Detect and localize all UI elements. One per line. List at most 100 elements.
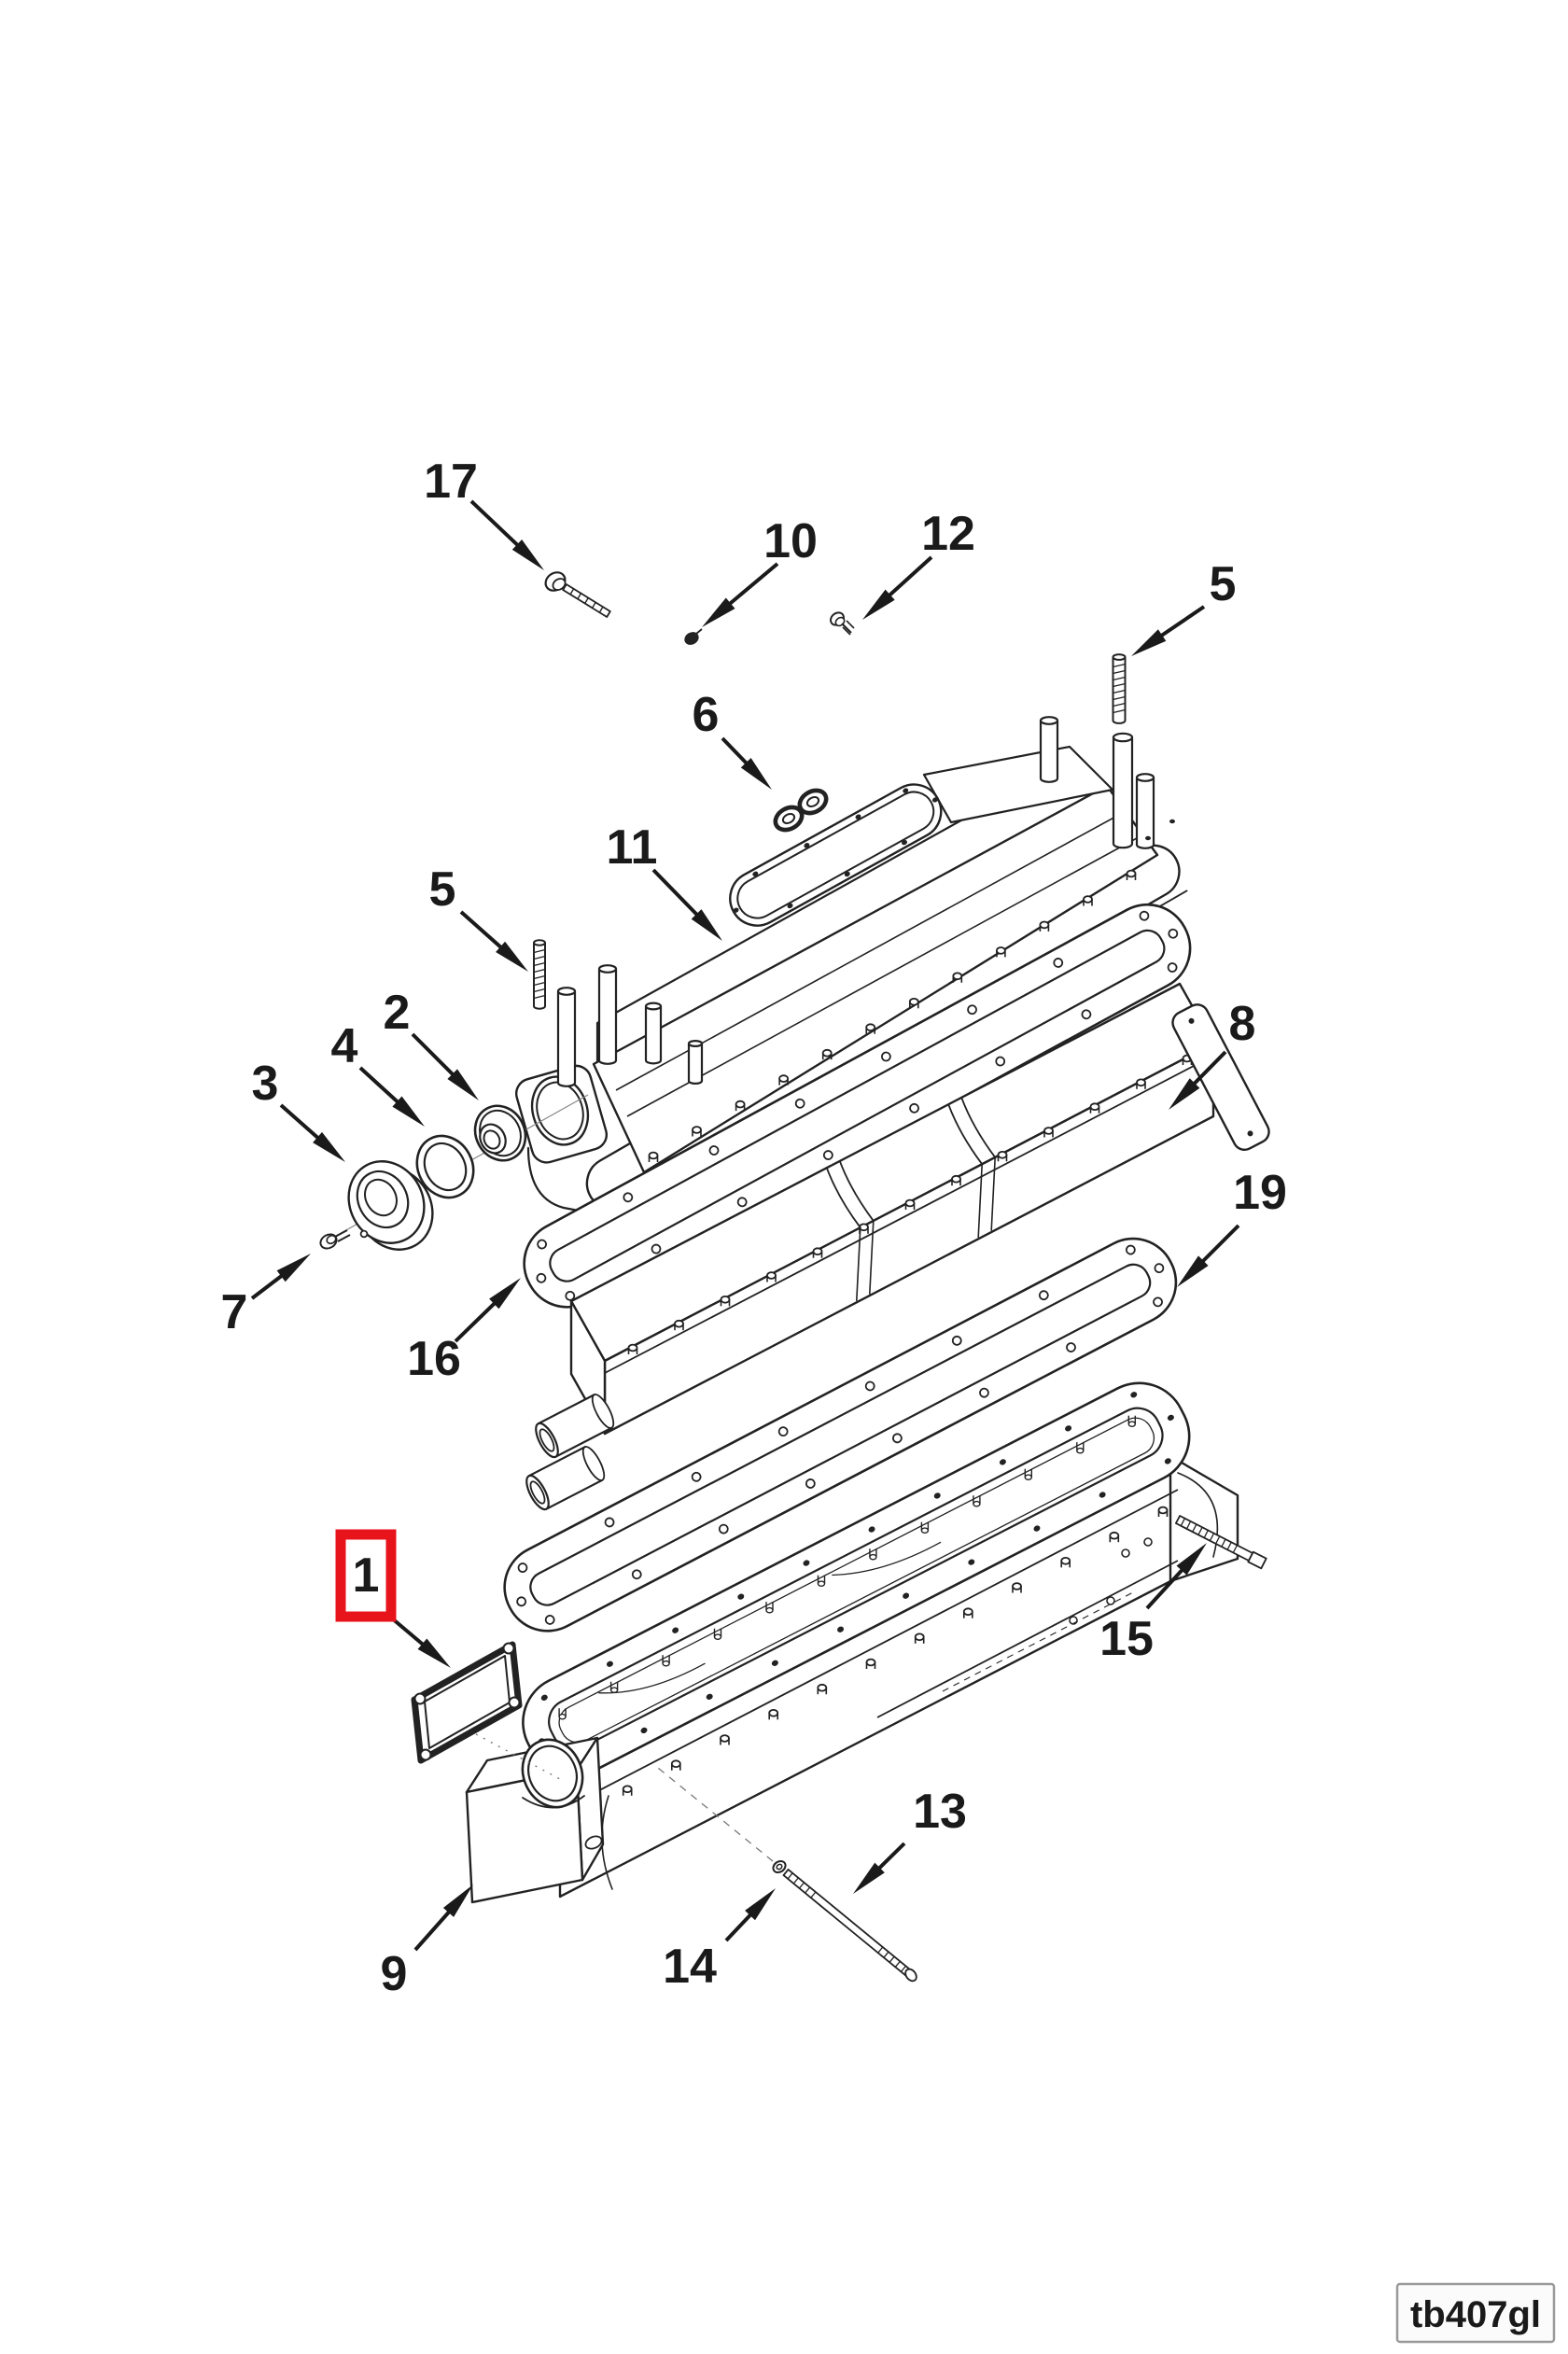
callout-11-arrowhead [691,909,722,941]
part-16-gasket [523,903,1192,1309]
part-11-upper-housing [515,716,1188,1226]
callout-2-label: 2 [384,986,411,1040]
callout-13-arrowhead [853,1862,885,1894]
callout-7-label: 7 [221,1285,248,1339]
callout-8: 8 [1169,997,1255,1110]
callout-4-leader [358,1066,403,1107]
callout-14-arrowhead [745,1888,776,1921]
stud [644,1002,663,1065]
part-8-aftercooler-core [525,982,1270,1511]
callout-15: 15 [1099,1543,1207,1666]
figure-code-box: tb407gl [1395,2282,1556,2344]
callout-8-arrowhead [1169,1078,1200,1110]
callout-3-leader [279,1103,323,1142]
stud [1112,732,1134,849]
callout-9-arrowhead [442,1885,473,1917]
callout-1: 1 [335,1529,451,1668]
callout-2-leader [411,1032,458,1080]
callout-6-label: 6 [693,688,720,742]
callout-10: 10 [702,514,818,627]
part-19-gasket [503,1237,1178,1632]
callout-10-label: 10 [763,514,818,568]
part-13-rod [782,1869,917,1983]
callout-19-label: 19 [1233,1166,1287,1220]
stud [556,987,577,1087]
stud [1039,716,1059,783]
part-1-gasket [411,1641,561,1780]
callout-19-leader [1197,1224,1240,1267]
callout-12: 12 [862,507,975,620]
callout-16-arrowhead [489,1278,521,1310]
part-3-hole [359,1229,369,1239]
core-bolt-bosses [627,1054,1193,1354]
callout-3: 3 [252,1057,345,1162]
callout-4-arrowhead [392,1096,425,1127]
callout-13: 13 [853,1785,967,1894]
callout-3-arrowhead [313,1131,345,1162]
callout-8-leader [1189,1050,1227,1089]
callout-13-leader [874,1842,906,1873]
callout-5-arrowhead [496,941,528,972]
lower-housing-wall-studs [558,1415,1137,1720]
callouts: 17 10 12 5 6 11 5 2 4 3 8 19 7 16 1 15 1… [221,455,1287,2001]
part-5-stud [1112,653,1127,724]
callout-1-leader [389,1616,428,1649]
stud [597,964,618,1065]
callout-7-arrowhead [276,1254,311,1282]
callout-4: 4 [331,1019,425,1127]
callout-19: 19 [1177,1166,1287,1287]
callout-11-leader [651,868,702,919]
callout-14-label: 14 [663,1940,717,1994]
figure-code-frame [1395,2282,1556,2344]
callout-6-leader [721,736,751,768]
callout-9-label: 9 [381,1947,408,2001]
callout-11: 11 [607,820,722,941]
callout-17-label: 17 [424,455,478,509]
callout-12-arrowhead [862,589,895,620]
callout-12-leader [884,555,933,600]
callout-5: 5 [429,862,528,972]
upper-housing-cover [729,783,943,927]
callout-5-label: 5 [429,862,456,917]
callout-11-label: 11 [607,820,658,875]
callout-5: 5 [1131,557,1236,656]
part-5-stud [533,939,546,1010]
callout-16-label: 16 [407,1332,461,1386]
callout-17: 17 [424,455,544,570]
flange-dots [1145,819,1175,841]
callout-16: 16 [407,1278,521,1386]
callout-1-arrowhead [417,1638,451,1668]
callout-14-leader [724,1910,756,1942]
part-10-plug [684,628,703,645]
figure-code-text: tb407gl [1410,2294,1541,2335]
upper-housing-front [592,784,1159,1174]
callout-10-arrowhead [702,597,735,627]
callout-2-arrowhead [447,1069,479,1100]
upper-housing-bolt-bosses [648,869,1137,1162]
stud [687,1039,704,1085]
lower-housing-flange [522,1381,1191,1777]
callout-15-leader [1145,1564,1187,1610]
part-17-bolt [544,571,611,618]
callout-1-label: 1 [353,1548,380,1603]
callout-4-label: 4 [331,1019,358,1073]
core-end-flange [1171,1003,1270,1152]
callout-5-label: 5 [1210,557,1237,611]
callout-9: 9 [381,1885,473,2001]
callout-16-leader [454,1298,499,1343]
lower-housing-rib [876,1560,1179,1718]
callout-6: 6 [693,688,772,790]
callout-17-arrowhead [511,539,544,570]
callout-10-leader [724,562,779,609]
callout-17-leader [469,499,523,551]
callout-15-label: 15 [1099,1612,1154,1666]
callout-1-highlight-box [335,1529,397,1622]
callout-5-leader [459,910,506,952]
callout-13-label: 13 [913,1785,967,1839]
part-7-plug [319,1229,351,1250]
callout-7-leader [250,1271,287,1300]
callout-12-label: 12 [921,507,975,561]
part-12-fitting [830,611,855,636]
callout-9-leader [413,1907,454,1952]
